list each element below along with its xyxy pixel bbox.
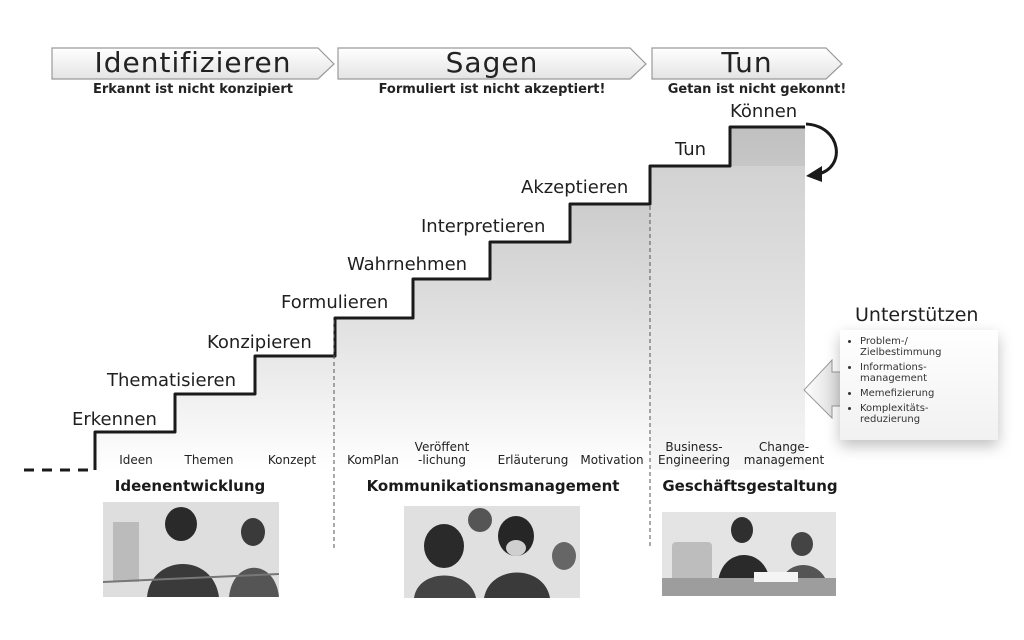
sub-item-erlaeuterung: Erläuterung bbox=[497, 453, 569, 467]
sub-item-change-management: Change- management bbox=[743, 440, 825, 467]
step-label-erkennen: Erkennen bbox=[72, 409, 157, 430]
step-label-wahrnehmen: Wahrnehmen bbox=[347, 254, 468, 275]
phase-title-identifizieren: Identifizieren bbox=[94, 46, 292, 79]
sub-item-business-engineering: Business- Engineering bbox=[658, 440, 730, 467]
step-label-konzipieren: Konzipieren bbox=[207, 332, 312, 353]
sub-item-komplan: KomPlan bbox=[347, 453, 399, 467]
phase-title-sagen: Sagen bbox=[445, 46, 539, 79]
section-title-geschaeftsgestaltung: Geschäftsgestaltung bbox=[662, 477, 838, 495]
stair-outline bbox=[93, 125, 805, 470]
phase-subtitle-identifizieren: Erkannt ist nicht konzipiert bbox=[92, 82, 293, 97]
support-item-informationsmanagement: Informations- management bbox=[860, 362, 998, 384]
step-label-thematisieren: Thematisieren bbox=[107, 370, 237, 391]
photo-idea-team bbox=[103, 502, 279, 597]
sub-item-motivation: Motivation bbox=[580, 453, 644, 467]
stair-shading bbox=[95, 127, 805, 470]
sub-item-veroeffentlichung: Veröffent -lichung bbox=[414, 440, 470, 467]
section-title-ideenentwicklung: Ideenentwicklung bbox=[114, 477, 266, 495]
support-item-memefizierung: Memefizierung bbox=[860, 388, 998, 399]
photo-business-meeting bbox=[662, 512, 836, 596]
photo-communication-group bbox=[404, 506, 580, 598]
support-item-problem-zielbestimmung: Problem-/ Zielbestimmung bbox=[860, 336, 998, 358]
tun-column-shade bbox=[650, 166, 805, 470]
return-arrow-head bbox=[806, 166, 822, 182]
sub-item-ideen: Ideen bbox=[119, 453, 153, 467]
return-arrow bbox=[805, 122, 838, 176]
step-label-formulieren: Formulieren bbox=[281, 292, 389, 313]
support-box: Problem-/ Zielbestimmung Informations- m… bbox=[840, 330, 998, 440]
step-label-akzeptieren: Akzeptieren bbox=[521, 177, 629, 198]
phase-title-tun: Tun bbox=[721, 46, 773, 79]
step-label-koennen: Können bbox=[730, 101, 798, 122]
support-item-komplexitaetsreduzierung: Komplexitäts- reduzierung bbox=[860, 403, 998, 425]
sub-item-themen: Themen bbox=[184, 453, 234, 467]
banner-identifizieren bbox=[51, 47, 335, 80]
step-label-interpretieren: Interpretieren bbox=[421, 216, 546, 237]
sub-item-konzept: Konzept bbox=[267, 453, 317, 467]
support-arrow bbox=[803, 358, 843, 420]
phase-subtitle-tun: Getan ist nicht gekonnt! bbox=[667, 82, 847, 97]
section-title-kommunikationsmanagement: Kommunikationsmanagement bbox=[366, 477, 620, 495]
phase-subtitle-sagen: Formuliert ist nicht akzeptiert! bbox=[378, 82, 606, 97]
banner-tun bbox=[651, 47, 843, 80]
step-label-tun: Tun bbox=[675, 139, 707, 160]
support-title: Unterstützen bbox=[855, 304, 979, 326]
banner-sagen bbox=[337, 47, 647, 80]
